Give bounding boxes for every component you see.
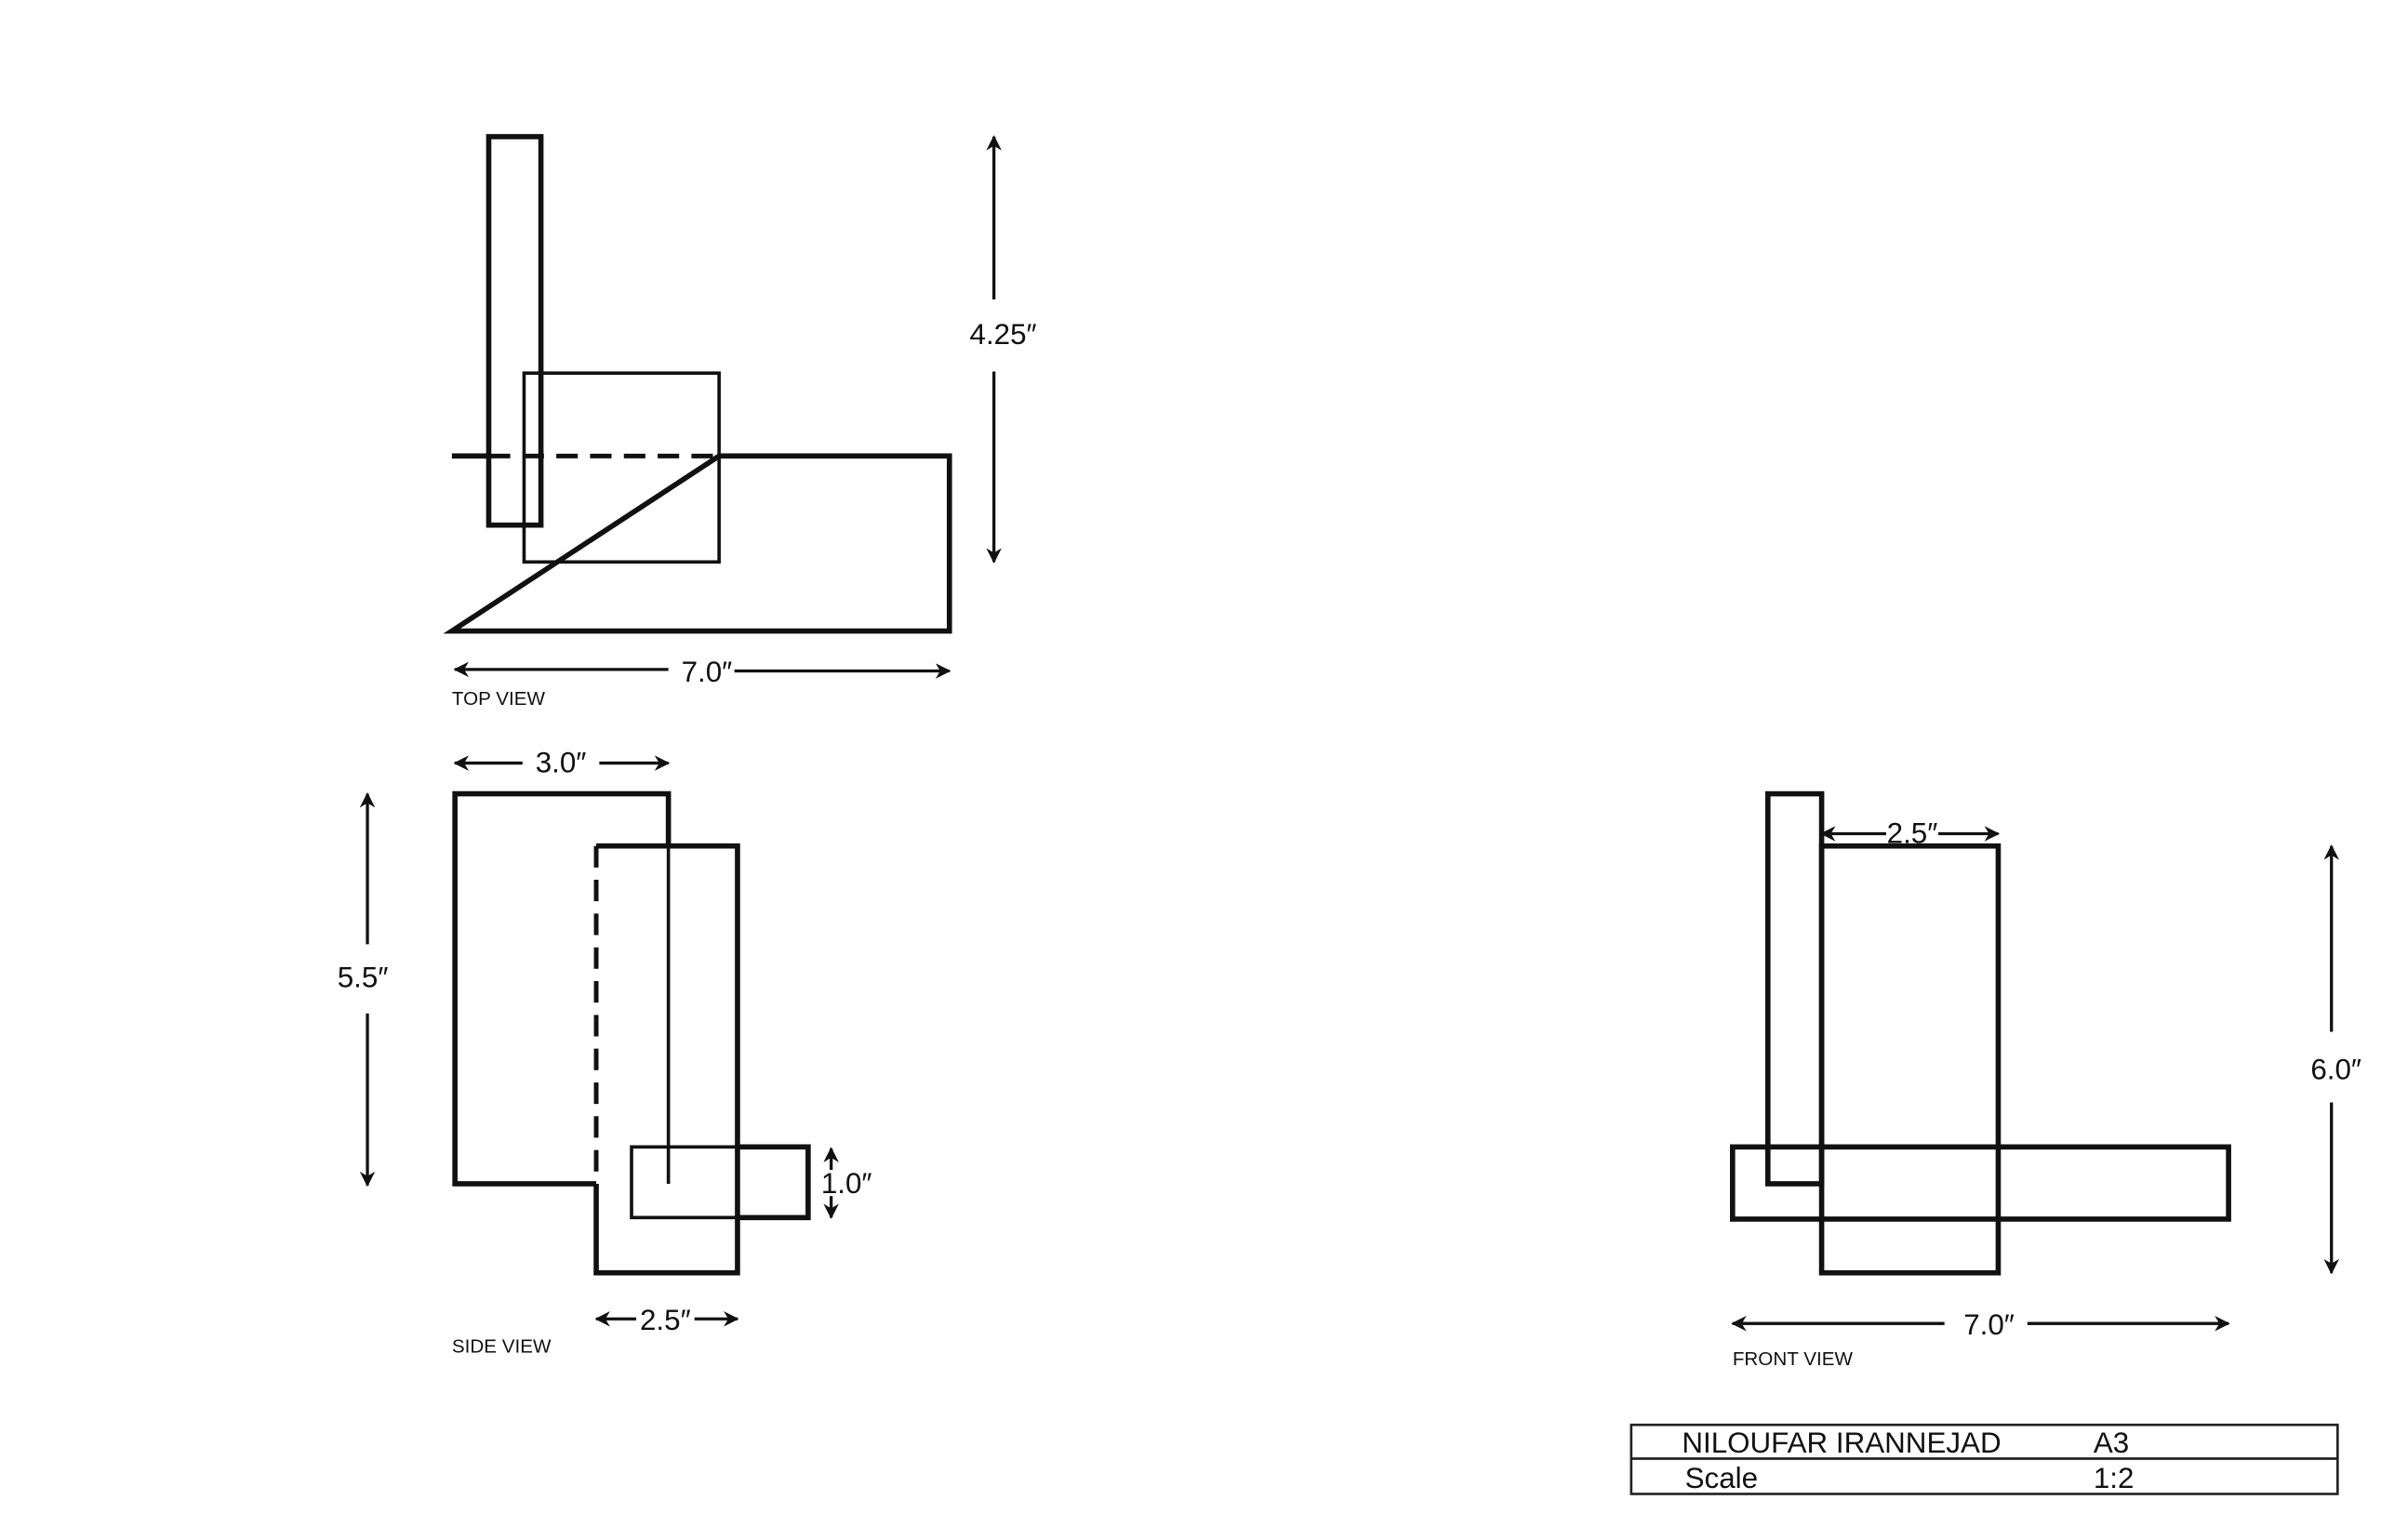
side-view-small-block	[737, 1144, 811, 1221]
author-name: NILOUFAR IRANNEJAD	[1682, 1427, 2001, 1459]
top-width-dimension: 7.0″	[682, 656, 733, 688]
top-height-dimension: 4.25″	[970, 318, 1037, 351]
side-view: 3.0″ 5.5″ 1.0″ 2.5″ SIDE VIEW	[338, 746, 872, 1357]
side-view-small-block-inner	[630, 1145, 739, 1220]
front-view-back-block	[1764, 790, 1825, 1187]
top-view-base-block	[443, 453, 952, 634]
side-height-dimension: 5.5″	[338, 962, 389, 994]
side-small-height-dimension: 1.0″	[821, 1167, 872, 1200]
front-view-seat-block	[1818, 843, 2002, 1276]
side-top-width-dimension: 3.0″	[536, 746, 587, 778]
scale-label: Scale	[1685, 1462, 1758, 1494]
front-view-base-block	[1730, 1144, 2231, 1222]
front-view-label: FRONT VIEW	[1733, 1348, 1854, 1370]
side-view-label: SIDE VIEW	[452, 1336, 552, 1358]
side-bottom-width-dimension: 2.5″	[640, 1304, 691, 1336]
top-view-tall-block	[486, 134, 544, 528]
sheet-size: A3	[2094, 1427, 2129, 1459]
top-view-middle-block	[522, 371, 721, 564]
front-height-dimension: 6.0″	[2310, 1054, 2361, 1086]
top-view: 4.25″ 7.0″ TOP VIEW	[443, 134, 1037, 710]
side-view-back-block	[452, 790, 672, 1187]
side-view-seat-block	[593, 843, 740, 1276]
top-view-label: TOP VIEW	[452, 688, 546, 710]
front-top-width-dimension: 2.5″	[1887, 816, 1938, 849]
front-width-dimension: 7.0″	[1963, 1308, 2015, 1341]
scale-value: 1:2	[2094, 1462, 2135, 1494]
front-view: 2.5″ 6.0″ 7.0″ FRONT VIEW	[1730, 790, 2361, 1370]
title-block: NILOUFAR IRANNEJAD A3 Scale 1:2	[1629, 1423, 2339, 1495]
